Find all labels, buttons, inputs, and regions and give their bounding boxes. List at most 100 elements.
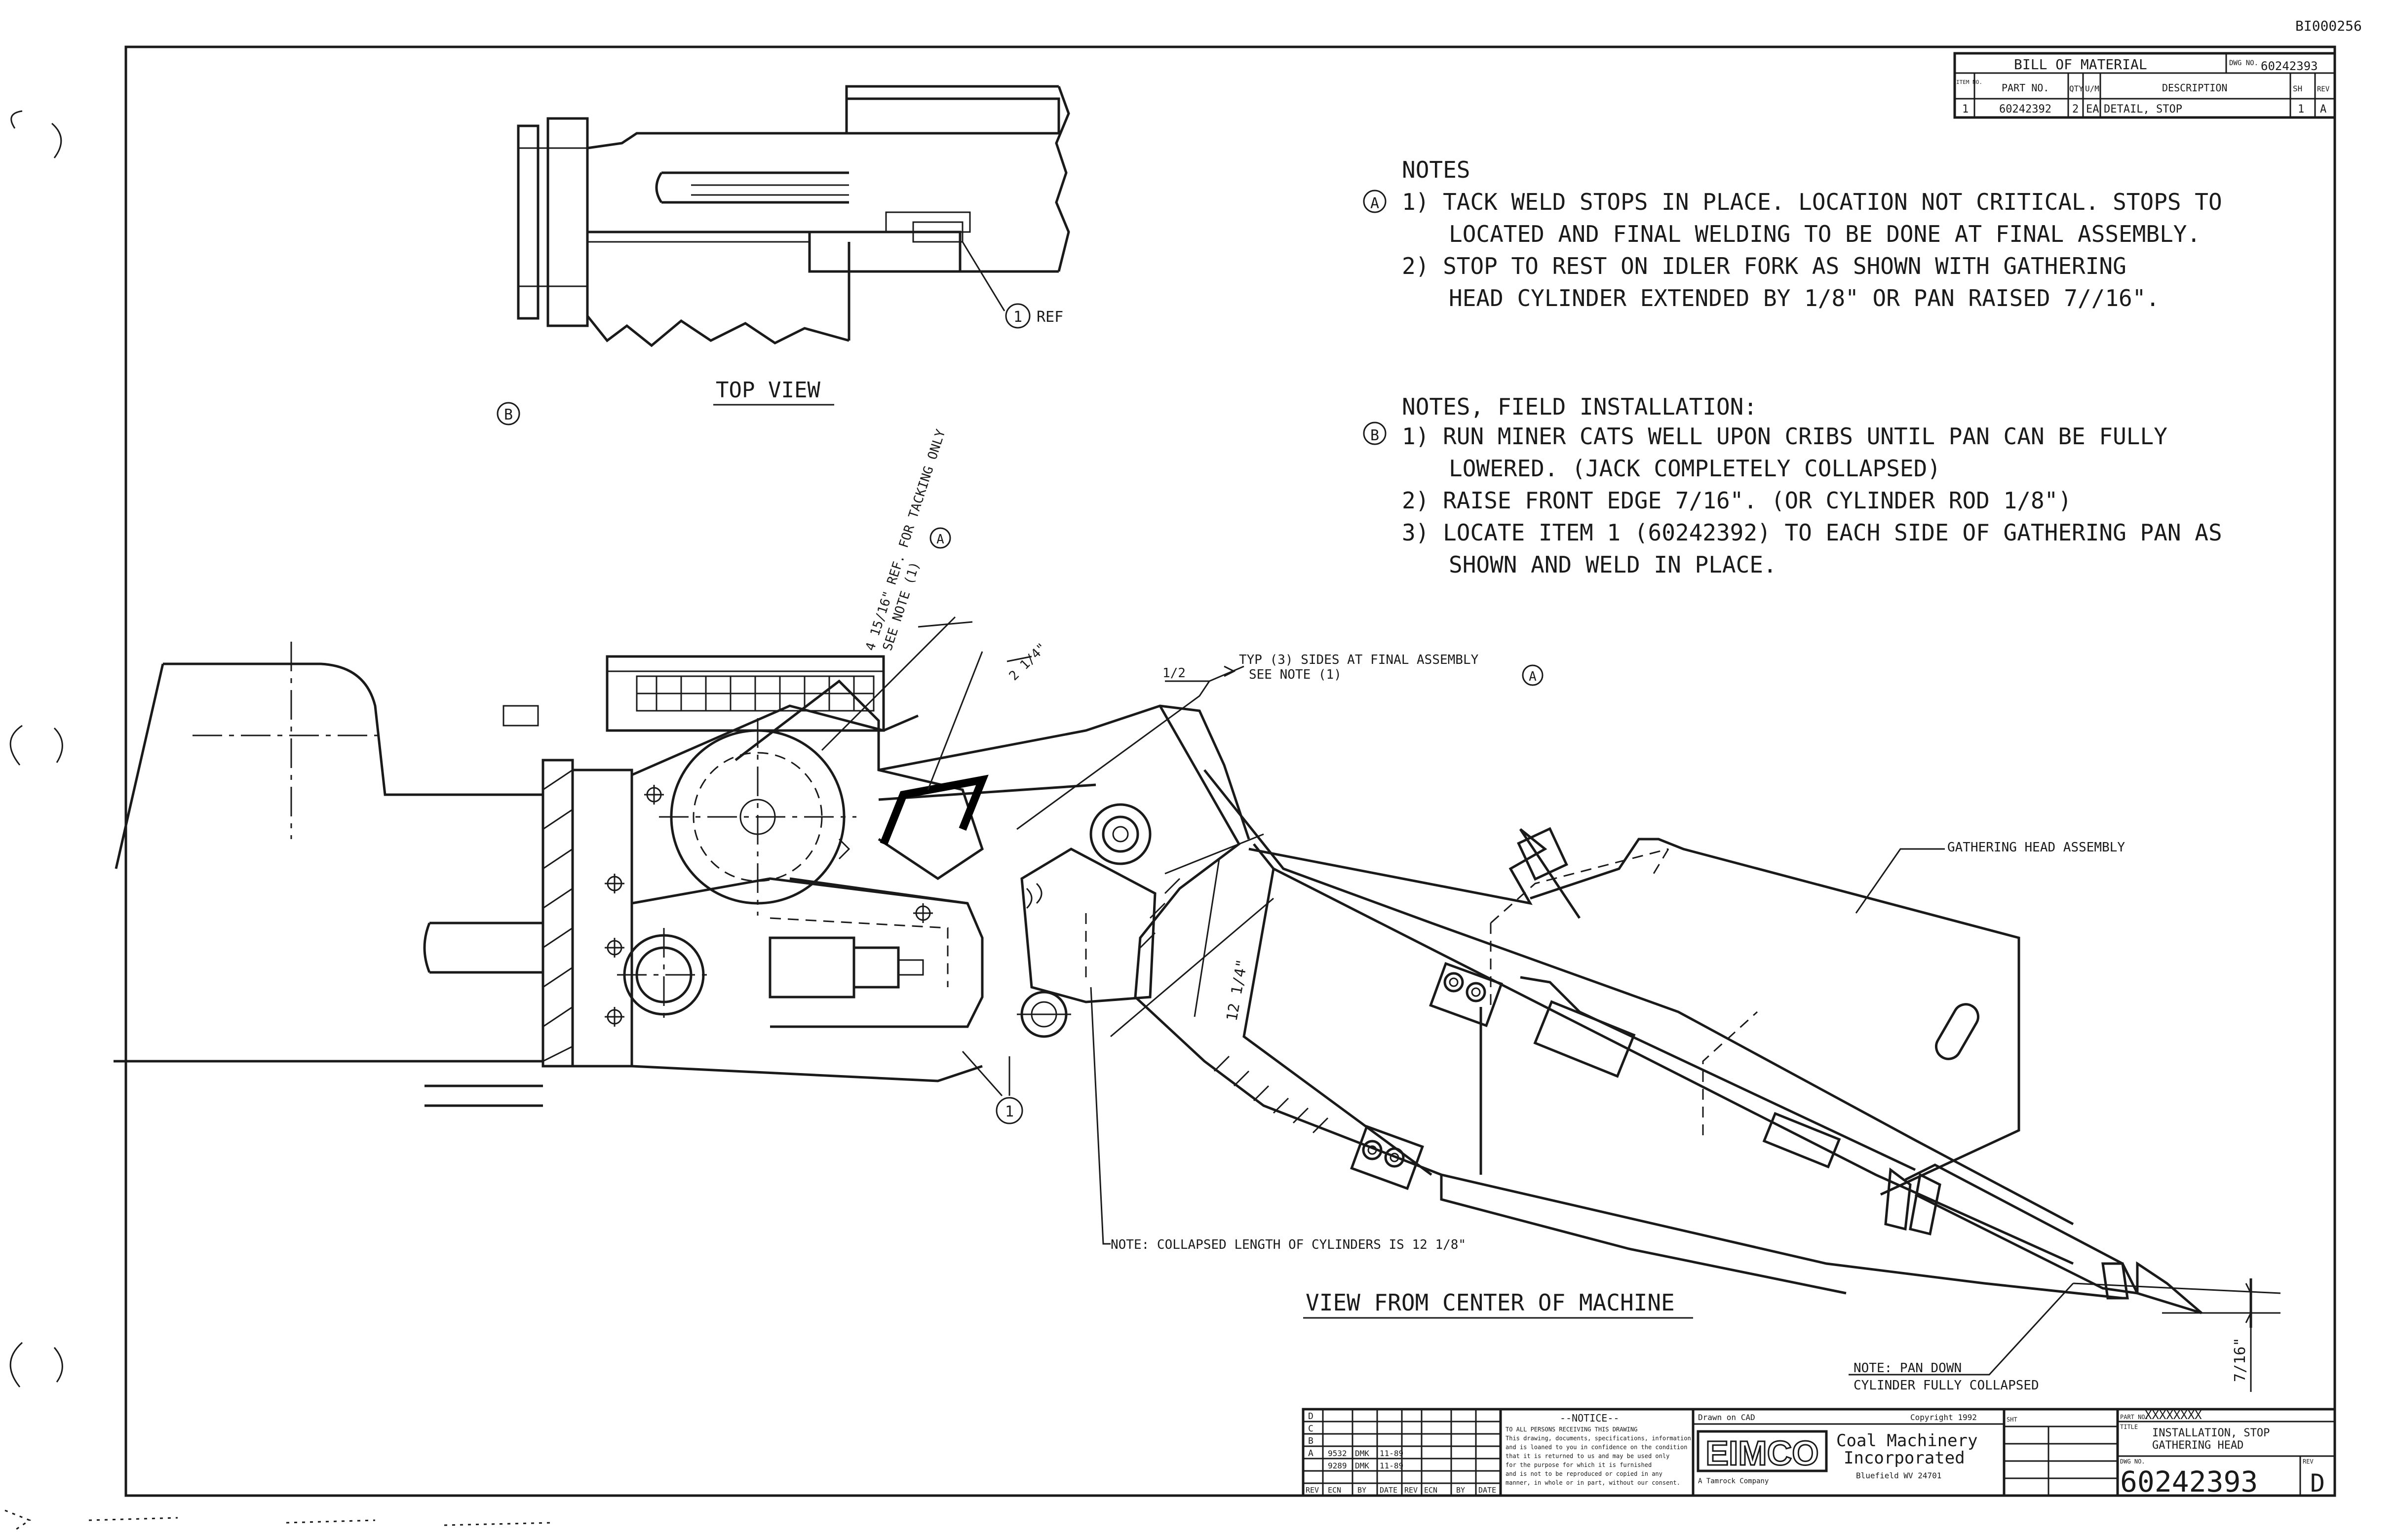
bom-row-sh: 1 bbox=[2298, 103, 2304, 116]
bom-row-part: 60242392 bbox=[1999, 103, 2051, 116]
rev-row-4-by: DMK bbox=[1355, 1449, 1369, 1458]
bom-dwg-label: DWG NO. bbox=[2229, 59, 2258, 67]
bolt-symbols bbox=[605, 785, 933, 1027]
notice-line-6: and is not to be reproduced or copied in… bbox=[1506, 1470, 1662, 1477]
notes-marker: A bbox=[1370, 195, 1379, 212]
weld-note-1: TYP (3) SIDES AT FINAL ASSEMBLY bbox=[1239, 653, 1479, 667]
pan-down-text-1: NOTE: PAN DOWN bbox=[1854, 1361, 1962, 1376]
bom-row-qty: 2 bbox=[2072, 103, 2079, 116]
collapsed-length-note: NOTE: COLLAPSED LENGTH OF CYLINDERS IS 1… bbox=[1090, 987, 1466, 1252]
rev-header-rev: REV bbox=[1306, 1486, 1319, 1495]
pivot-pin-upper bbox=[1089, 803, 1152, 865]
signature-grid: SHT bbox=[2004, 1409, 2119, 1496]
item-1-balloon: 1 bbox=[962, 1051, 1023, 1124]
rev-header-rev-2: REV bbox=[1404, 1486, 1418, 1495]
rev-header-by: BY bbox=[1357, 1486, 1366, 1495]
note-line-4: HEAD CYLINDER EXTENDED BY 1/8" OR PAN RA… bbox=[1449, 285, 2160, 311]
company-block: Drawn on CAD Copyright 1992 EIMCO Coal M… bbox=[1693, 1409, 2006, 1496]
document-id: BI000256 bbox=[2295, 18, 2362, 34]
field-note-line-1: 1) RUN MINER CATS WELL UPON CRIBS UNTIL … bbox=[1402, 423, 2167, 450]
revision-grid: D C B A 9532 DMK 11-89 9289 DMK 11-89 RE… bbox=[1303, 1409, 1502, 1496]
dwg-no-value: 60242393 bbox=[2120, 1465, 2258, 1499]
stop-part bbox=[880, 774, 989, 846]
rev-header-ecn-2: ECN bbox=[1424, 1486, 1437, 1495]
rev-row-5-by: DMK bbox=[1355, 1461, 1369, 1470]
dim-ref-text: 4 15/16" REF. FOR TACKING ONLY bbox=[863, 427, 949, 653]
field-notes-block: NOTES, FIELD INSTALLATION: B 1) RUN MINE… bbox=[1363, 393, 2222, 578]
notes-marker-circle bbox=[1363, 190, 1387, 213]
notice-title: --NOTICE-- bbox=[1560, 1412, 1619, 1424]
notice-line-4: that it is returned to us and may be use… bbox=[1506, 1453, 1669, 1460]
notice-line-1: TO ALL PERSONS RECEIVING THIS DRAWING bbox=[1506, 1426, 1637, 1433]
notice-line-7: manner, in whole or in part, without our… bbox=[1506, 1479, 1680, 1486]
top-view-ref: REF bbox=[1037, 308, 1063, 326]
company-logo: EIMCO bbox=[1705, 1434, 1818, 1472]
title-block: D C B A 9532 DMK 11-89 9289 DMK 11-89 RE… bbox=[1302, 1408, 2336, 1499]
company-name-1: Coal Machinery bbox=[1836, 1431, 1978, 1451]
company-name-2: Incorporated bbox=[1844, 1448, 1965, 1468]
field-note-line-4: 3) LOCATE ITEM 1 (60242392) TO EACH SIDE… bbox=[1402, 519, 2222, 546]
dwg-no-label: DWG NO. bbox=[2120, 1458, 2145, 1465]
weld-callout: 1/2 TYP (3) SIDES AT FINAL ASSEMBLY SEE … bbox=[1016, 653, 1544, 830]
dim-ref-marker: A bbox=[936, 532, 944, 547]
bom-header-um: U/M bbox=[2085, 84, 2099, 93]
item-1-balloon-text: 1 bbox=[1005, 1103, 1014, 1120]
conveyor-slats bbox=[636, 675, 875, 712]
rev-row-4-ecn: 9532 bbox=[1328, 1449, 1347, 1458]
rev-row-2-mark: C bbox=[1308, 1424, 1313, 1434]
bom-header-qty: QTY bbox=[2069, 84, 2084, 93]
title-line-2: GATHERING HEAD bbox=[2152, 1439, 2243, 1452]
pan-down-note: NOTE: PAN DOWN CYLINDER FULLY COLLAPSED bbox=[1849, 1282, 2074, 1393]
field-notes-marker: B bbox=[1370, 427, 1379, 444]
rev-row-5-date: 11-89 bbox=[1380, 1461, 1403, 1470]
notice-line-3: and is loaned to you in confidence on th… bbox=[1506, 1444, 1687, 1451]
gathering-head-label: GATHERING HEAD ASSEMBLY bbox=[1947, 840, 2125, 855]
bill-of-material: BILL OF MATERIAL DWG NO. 60242393 ITEM N… bbox=[1953, 52, 2336, 119]
company-sub: A Tamrock Company bbox=[1698, 1477, 1769, 1485]
top-view-drawing: 1 REF bbox=[517, 85, 1070, 347]
dim-7-16-text: 7/16" bbox=[2232, 1338, 2249, 1382]
note-line-2: LOCATED AND FINAL WELDING TO BE DONE AT … bbox=[1449, 221, 2201, 247]
field-notes-heading: NOTES, FIELD INSTALLATION: bbox=[1402, 393, 1757, 420]
weld-marker: A bbox=[1529, 669, 1537, 684]
dim-2-1-4: 2 1/4" bbox=[927, 640, 1050, 790]
title-area: PART NO. XXXXXXXX TITLE INSTALLATION, ST… bbox=[2118, 1408, 2335, 1499]
rev-header-by-2: BY bbox=[1456, 1486, 1465, 1495]
dim-2-1-4-text: 2 1/4" bbox=[1006, 640, 1050, 684]
gathering-head-leader: GATHERING HEAD ASSEMBLY bbox=[1855, 840, 2125, 914]
notice-line-5: for the purpose for which it is furnishe… bbox=[1506, 1462, 1652, 1468]
dim-7-16: 7/16" bbox=[2232, 1328, 2252, 1392]
main-view-title: VIEW FROM CENTER OF MACHINE bbox=[1306, 1289, 1675, 1316]
company-city: Bluefield WV 24701 bbox=[1856, 1471, 1941, 1480]
part-no-label: PART NO. bbox=[2120, 1414, 2149, 1421]
rev-header-ecn: ECN bbox=[1328, 1486, 1341, 1495]
field-note-line-2: LOWERED. (JACK COMPLETELY COLLAPSED) bbox=[1449, 455, 1941, 482]
rev-row-4-mark: A bbox=[1308, 1448, 1313, 1459]
rev-header-date-2: DATE bbox=[1478, 1486, 1496, 1495]
title-label: TITLE bbox=[2120, 1424, 2138, 1430]
dim-4-15-16-ref: 4 15/16" REF. FOR TACKING ONLY SEE NOTE … bbox=[821, 427, 973, 751]
bom-row-um: EA bbox=[2086, 103, 2099, 116]
main-view-drawing bbox=[114, 642, 2281, 1328]
field-note-line-3: 2) RAISE FRONT EDGE 7/16". (OR CYLINDER … bbox=[1402, 487, 2072, 514]
note-line-3: 2) STOP TO REST ON IDLER FORK AS SHOWN W… bbox=[1402, 253, 2126, 279]
scan-noise bbox=[4, 1509, 553, 1531]
copyright: Copyright 1992 bbox=[1910, 1413, 1977, 1422]
bom-dwg-no: 60242393 bbox=[2261, 59, 2318, 73]
bom-row-description: DETAIL, STOP bbox=[2104, 103, 2182, 116]
drawn-on-cad: Drawn on CAD bbox=[1698, 1413, 1755, 1422]
top-view-marker-circle bbox=[497, 402, 520, 425]
weld-note-2: SEE NOTE (1) bbox=[1249, 667, 1342, 682]
part-no-value: XXXXXXXX bbox=[2145, 1408, 2202, 1422]
rev-label: REV bbox=[2303, 1458, 2314, 1465]
bom-header-description: DESCRIPTION bbox=[2162, 82, 2227, 94]
title-line-1: INSTALLATION, STOP bbox=[2152, 1427, 2270, 1439]
rev-row-1-mark: D bbox=[1308, 1411, 1313, 1422]
weld-symbol: 1/2 bbox=[1162, 666, 1186, 681]
eimco-logo-frame bbox=[1697, 1430, 1828, 1472]
rev-value: D bbox=[2310, 1469, 2325, 1498]
rev-header-date: DATE bbox=[1380, 1486, 1397, 1495]
bom-header-sh: SH bbox=[2293, 84, 2302, 93]
note-line-1: 1) TACK WELD STOPS IN PLACE. LOCATION NO… bbox=[1402, 189, 2222, 215]
